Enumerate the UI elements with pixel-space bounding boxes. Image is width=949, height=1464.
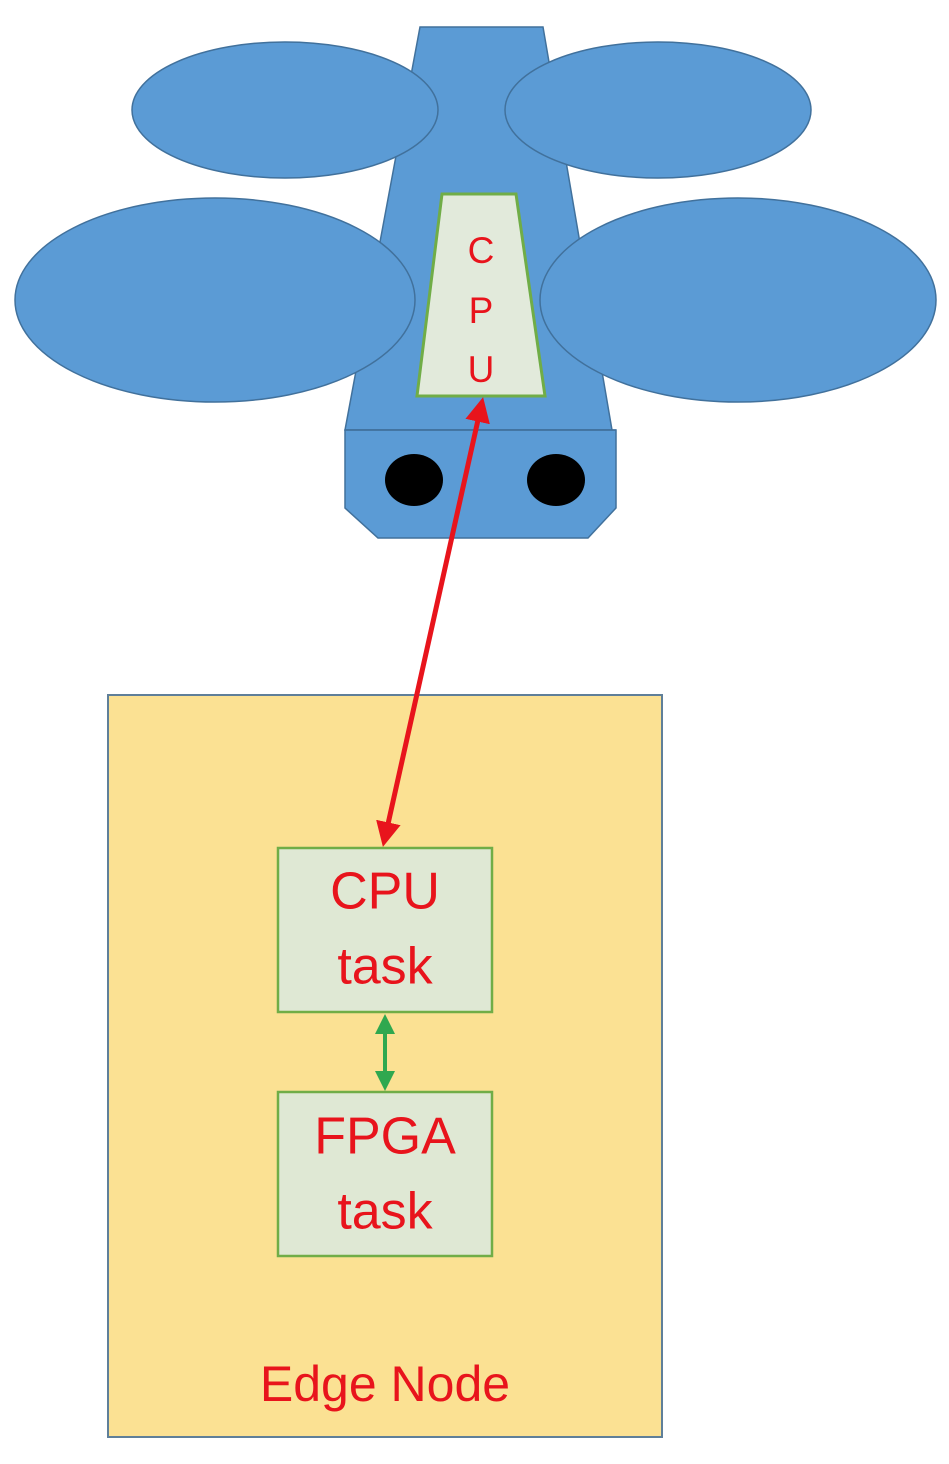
camera-lens-left (385, 454, 443, 506)
drone-cpu-chip (415, 192, 547, 398)
cpu-task-label-line2: task (337, 938, 433, 996)
drone: C P U (14, 26, 937, 539)
propeller-front-right (504, 41, 812, 179)
drone-cpu-letter-u: U (468, 349, 495, 390)
drone-cpu-letter-p: P (469, 290, 494, 331)
camera-lens-right (527, 454, 585, 506)
cpu-task-label-line1: CPU (330, 863, 440, 921)
propeller-front-left (131, 41, 439, 179)
fpga-task-label-line2: task (337, 1183, 433, 1241)
fpga-task-box (276, 1090, 494, 1258)
cpu-task-box (276, 846, 494, 1014)
drone-edge-link-arrow (376, 397, 490, 847)
propeller-rear-right (539, 197, 937, 403)
edge-node-label: Edge Node (260, 1356, 510, 1412)
propeller-rear-left (14, 197, 416, 403)
drone-cpu-letter-c: C (468, 230, 495, 271)
fpga-task-label-line1: FPGA (314, 1108, 456, 1166)
